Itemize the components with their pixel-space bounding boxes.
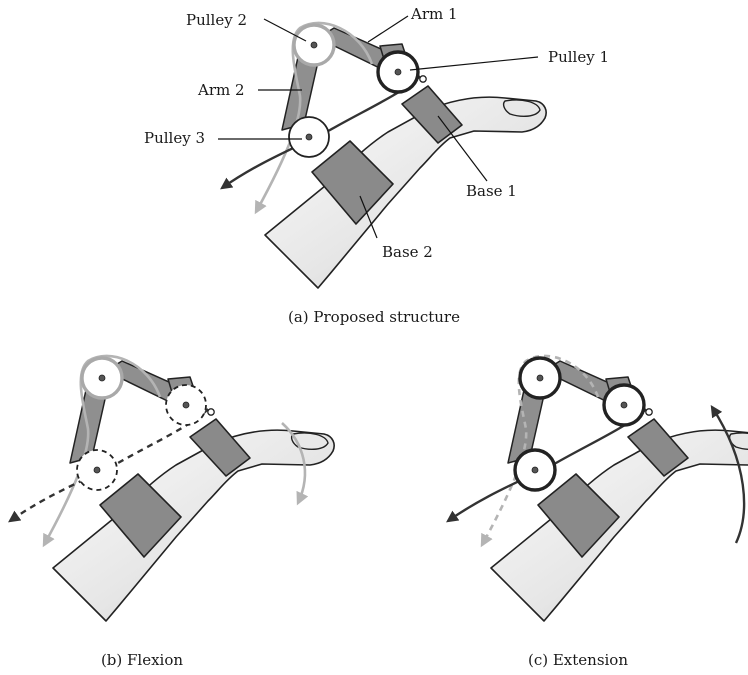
- panel-c: [446, 354, 748, 622]
- label-pulley2: Pulley 2: [186, 11, 247, 29]
- panel-a: Pulley 2 Arm 1 Pulley 1 Arm 2 Pulley 3 B…: [144, 5, 609, 326]
- pulley1-hub-c: [620, 401, 628, 409]
- caption-c: (c) Extension: [528, 651, 628, 669]
- pulley2-hub-c: [536, 374, 544, 382]
- base1-band-b: [189, 418, 251, 477]
- pulley3-hub-b: [93, 466, 101, 474]
- pulley1-pin-b: [207, 408, 215, 416]
- extension-arrow: [710, 404, 746, 544]
- label-arm2: Arm 2: [197, 81, 245, 99]
- wire-light-b: [42, 354, 162, 548]
- label-pulley1: Pulley 1: [548, 48, 609, 66]
- base2-band-c: [537, 473, 620, 558]
- pulley1-hub-b: [182, 401, 190, 409]
- caption-a: (a) Proposed structure: [288, 308, 460, 326]
- leader-arm1: [367, 15, 409, 43]
- leader-base2: [359, 195, 378, 239]
- label-base1: Base 1: [466, 182, 517, 200]
- pulley1-hub: [394, 68, 402, 76]
- wire-light-a: [254, 21, 374, 215]
- base2-band: [311, 140, 394, 225]
- pulley2-hub-b: [98, 374, 106, 382]
- flexion-arrow: [281, 422, 309, 506]
- pulley1-pin-c: [645, 408, 653, 416]
- label-arm1: Arm 1: [410, 5, 458, 23]
- pulley3-hub-c: [531, 466, 539, 474]
- pulley1-pin: [419, 75, 427, 83]
- caption-b: (b) Flexion: [101, 651, 183, 669]
- base2-band-b: [99, 473, 182, 558]
- label-base2: Base 2: [382, 243, 433, 261]
- pulley2-hub: [310, 41, 318, 49]
- leader-pulley1: [409, 56, 539, 71]
- leader-base1: [437, 115, 488, 182]
- panel-b: [8, 354, 335, 622]
- pulley3-hub: [305, 133, 313, 141]
- leader-pulley2: [263, 18, 307, 42]
- base1-band-c: [627, 418, 689, 477]
- label-pulley3: Pulley 3: [144, 129, 205, 147]
